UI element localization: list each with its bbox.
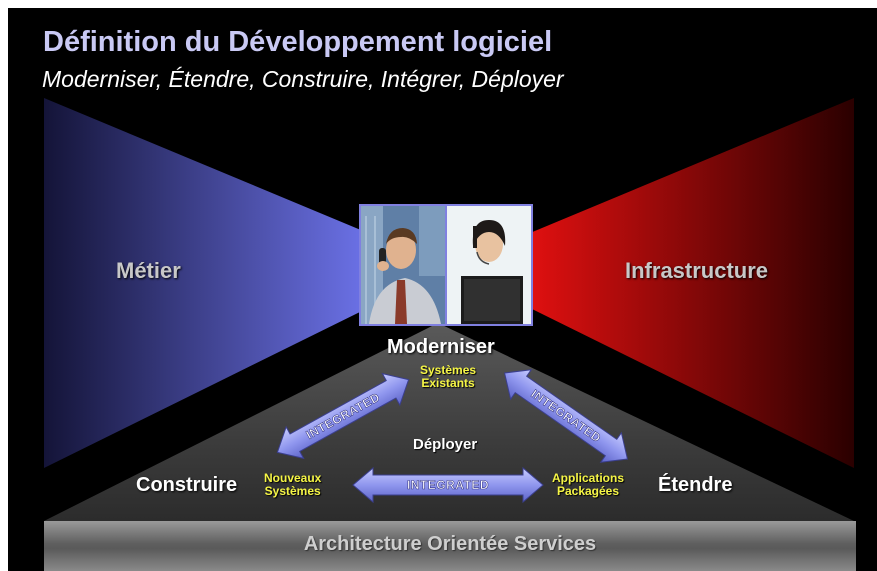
new-systems-line1: Nouveaux [264, 471, 322, 485]
deployer-label: Déployer [413, 436, 478, 453]
central-triangle [44, 323, 854, 521]
packaged-apps-line1: Applications [552, 471, 625, 485]
new-systems-label: Nouveaux Systèmes [264, 472, 321, 498]
construire-label: Construire [136, 474, 238, 496]
left-panel-shape [44, 98, 368, 468]
integrated-arrow-bottom-label: INTEGRATED [407, 478, 489, 492]
right-panel-label: Infrastructure [625, 258, 769, 283]
right-panel-shape [530, 98, 854, 468]
slide: INTEGRATED INTEGRATED INTEGRATED Définit… [8, 8, 877, 571]
slide-title: Définition du Développement logiciel [43, 26, 553, 58]
moderniser-label: Moderniser [387, 336, 495, 358]
etendre-label: Étendre [658, 474, 733, 496]
legacy-systems-label: Systèmes Existants [420, 364, 476, 390]
diagram-canvas: INTEGRATED INTEGRATED INTEGRATED [44, 98, 854, 521]
left-panel-label: Métier [116, 258, 181, 283]
integrated-arrow-bottom: INTEGRATED [352, 466, 544, 504]
slide-subtitle: Moderniser, Étendre, Construire, Intégre… [42, 66, 564, 92]
business-people-photo-icon [359, 204, 533, 326]
legacy-systems-line2: Existants [421, 376, 475, 390]
soa-footer-label: Architecture Orientée Services [303, 533, 597, 555]
legacy-systems-line1: Systèmes [420, 363, 477, 377]
soa-footer-bar: Architecture Orientée Services [44, 521, 856, 571]
new-systems-line2: Systèmes [264, 484, 321, 498]
packaged-apps-line2: Packagées [556, 484, 620, 498]
packaged-apps-label: Applications Packagées [552, 472, 624, 498]
